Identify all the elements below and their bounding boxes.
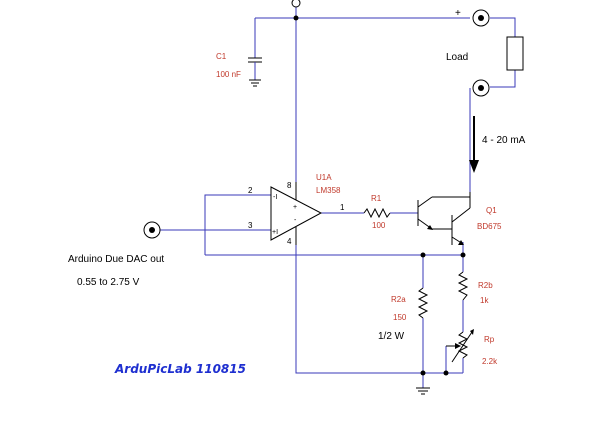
load-bottom-wire xyxy=(490,70,516,88)
opamp-tri-minus: - xyxy=(294,217,297,224)
input-range-label: 0.55 to 2.75 V xyxy=(77,277,140,288)
r2a-value-label: 150 xyxy=(393,313,407,322)
opamp-pin-4-label: 4 xyxy=(287,237,292,246)
opamp-pin-2-label: 2 xyxy=(248,186,253,195)
current-label: 4 - 20 mA xyxy=(482,135,526,146)
load-resistor xyxy=(506,36,524,71)
opamp-part-label: LM358 xyxy=(316,186,341,195)
opamp-tri-plus: + xyxy=(293,204,297,211)
capacitor-c1 xyxy=(248,57,262,87)
load-label: Load xyxy=(446,52,468,63)
brand-label: ArduPicLab 110815 xyxy=(114,362,246,376)
dac-input-terminal-icon xyxy=(143,221,161,239)
current-arrow-icon xyxy=(469,116,479,173)
q1-part-label: BD675 xyxy=(477,222,502,231)
r2b-ref-label: R2b xyxy=(478,281,493,290)
rp-potentiometer xyxy=(446,329,474,363)
opamp-minus-symbol: -I xyxy=(273,194,277,201)
q1-ref-label: Q1 xyxy=(486,206,497,215)
r2a-resistor xyxy=(417,287,429,319)
rp-value-label: 2.2k xyxy=(482,357,498,366)
r2a-ref-label: R2a xyxy=(391,295,406,304)
supply-plus-label: + xyxy=(455,8,461,19)
opamp-ref-label: U1A xyxy=(316,173,332,182)
power-rating-label: 1/2 W xyxy=(378,331,405,342)
opamp-plus-symbol: +I xyxy=(272,229,278,236)
opamp-pin-3-label: 3 xyxy=(248,221,253,230)
load-top-wire xyxy=(490,17,516,37)
load-minus-terminal-icon xyxy=(472,79,490,97)
c1-ref-label: C1 xyxy=(216,52,227,61)
input-label: Arduino Due DAC out xyxy=(68,254,164,265)
junction-dots xyxy=(293,15,466,376)
supply-terminal-icon xyxy=(291,0,301,8)
r2b-value-label: 1k xyxy=(480,296,489,305)
transistor-q1 xyxy=(417,192,471,245)
load-plus-terminal-icon xyxy=(472,9,490,27)
wires xyxy=(160,7,516,388)
r1-ref-label: R1 xyxy=(371,194,382,203)
ground-icon xyxy=(416,387,430,395)
rp-ref-label: Rp xyxy=(484,335,495,344)
r1-resistor xyxy=(363,207,391,219)
gnd-pin-wire xyxy=(295,245,463,374)
r2b-resistor xyxy=(457,271,469,301)
opamp-u1a xyxy=(270,182,323,245)
r1-value-label: 100 xyxy=(372,221,386,230)
opamp-pin-8-label: 8 xyxy=(287,181,292,190)
c1-value-label: 100 nF xyxy=(216,70,241,79)
inv-input-wire xyxy=(204,194,271,255)
opamp-pin-1-label: 1 xyxy=(340,203,345,212)
